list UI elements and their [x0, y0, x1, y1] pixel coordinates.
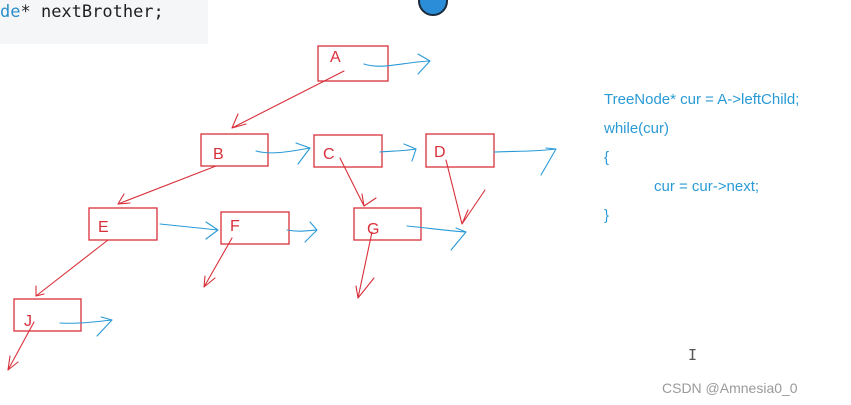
code-line-3: { [604, 149, 610, 166]
arrow-d-to-null [445, 159, 486, 225]
arrow-a-to-b [231, 70, 345, 129]
sibling-arrow-f [286, 221, 318, 243]
code-next-brother: * nextBrother; [20, 2, 164, 22]
node-box-f [220, 211, 290, 245]
node-label-c: C [323, 146, 335, 163]
code-line-4: cur = cur->next; [654, 178, 760, 195]
sibling-arrow-g [406, 225, 467, 251]
arrow-b-to-e [117, 165, 217, 205]
arrow-j-to-null [7, 321, 35, 371]
node-box-e [88, 207, 158, 241]
code-header-strip: de* nextBrother; [0, 0, 208, 44]
arrow-f-to-null [203, 237, 233, 288]
node-box-a [317, 45, 389, 82]
code-header-line: de* nextBrother; [0, 2, 164, 22]
sibling-arrow-j [59, 316, 113, 337]
sibling-arrow-a [363, 53, 431, 75]
arrow-g-to-null [355, 231, 375, 299]
code-line-1: TreeNode* cur = A->leftChild; [604, 91, 800, 108]
sibling-arrow-d [493, 147, 557, 176]
node-box-j [13, 298, 82, 332]
code-keyword-fragment: de [0, 2, 21, 22]
node-label-g: G [367, 221, 380, 238]
watermark: CSDN @Amnesia0_0 [662, 380, 798, 396]
arrow-e-to-j [35, 239, 109, 297]
node-label-e: E [98, 219, 109, 236]
text-cursor-icon: I [688, 346, 698, 364]
node-label-d: D [434, 144, 446, 161]
node-box-d [425, 133, 495, 168]
code-snippet: TreeNode* cur = A->leftChild; while(cur)… [604, 88, 799, 233]
sibling-arrow-e [159, 221, 219, 240]
code-line-5: } [604, 207, 610, 224]
arrow-c-to-g [339, 157, 377, 207]
code-line-2: while(cur) [604, 120, 670, 137]
node-box-g [353, 207, 422, 241]
node-label-b: B [213, 146, 224, 163]
sibling-arrow-b [255, 142, 311, 165]
sibling-arrow-c [379, 143, 417, 162]
node-box-b [200, 133, 269, 167]
node-box-c [313, 134, 383, 168]
node-label-a: A [330, 49, 341, 66]
node-label-f: F [230, 218, 240, 235]
node-label-j: J [24, 313, 32, 330]
